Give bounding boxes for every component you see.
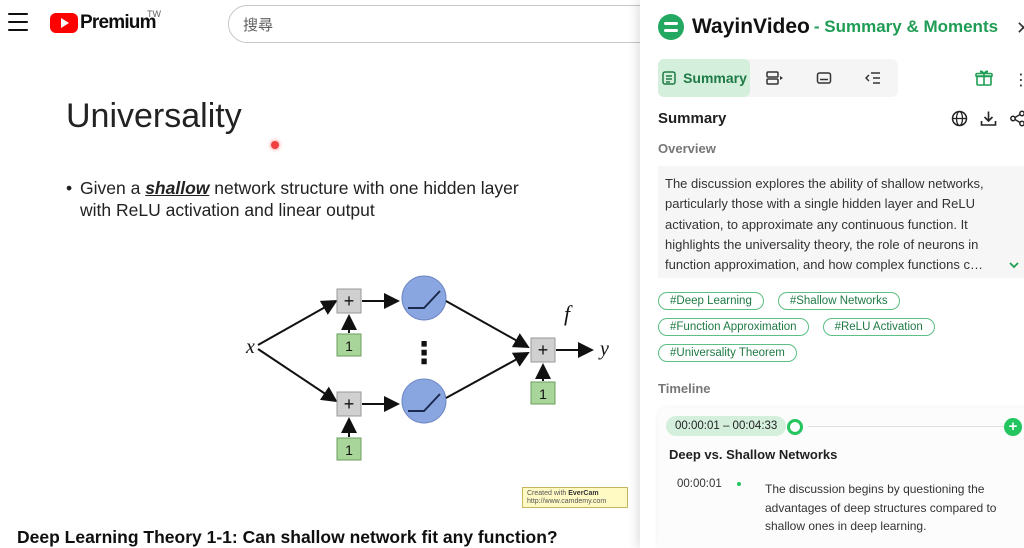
add-moment-button[interactable]: + bbox=[1004, 418, 1022, 436]
chapters-icon bbox=[765, 71, 783, 85]
video-player[interactable]: Universality •Given a shallow network st… bbox=[0, 50, 640, 512]
chevron-down-icon[interactable] bbox=[1008, 260, 1020, 270]
bullet-line2: with ReLU activation and linear output bbox=[80, 200, 375, 220]
bias-node-bottom bbox=[336, 437, 362, 461]
entry-dot bbox=[737, 482, 741, 486]
globe-icon[interactable] bbox=[951, 110, 968, 127]
edge-relu-out-bottom bbox=[445, 352, 530, 399]
output-bias-node bbox=[530, 381, 556, 405]
output-sum-node bbox=[530, 337, 556, 363]
timeline-track bbox=[808, 426, 1020, 427]
wayinvideo-logo-icon bbox=[658, 14, 684, 40]
network-diagram: x + 1 + 1 ⋮ + f 1 y bbox=[245, 275, 609, 461]
time-range-badge[interactable]: 00:00:01 – 00:04:33 bbox=[666, 416, 787, 436]
overview-box: The discussion explores the ability of s… bbox=[658, 166, 1024, 278]
watermark-brand: EverCam bbox=[568, 490, 599, 497]
tag-universality-theorem[interactable]: #Universality Theorem bbox=[658, 344, 797, 362]
edge-relu-out-top bbox=[445, 300, 530, 348]
tag-function-approximation[interactable]: #Function Approximation bbox=[658, 318, 809, 336]
laser-pointer bbox=[271, 141, 279, 149]
sum-top-plus: + bbox=[344, 291, 355, 311]
outline-icon bbox=[864, 72, 880, 84]
timeline-card: 00:00:01 – 00:04:33 + Deep vs. Shallow N… bbox=[658, 408, 1024, 548]
tab-summary[interactable]: Summary bbox=[658, 59, 750, 97]
watermark-url: http://www.camdemy.com bbox=[527, 498, 607, 505]
relu-node-top bbox=[401, 275, 447, 321]
overview-label: Overview bbox=[658, 141, 716, 156]
tab-summary-label: Summary bbox=[683, 70, 747, 86]
timeline-label: Timeline bbox=[658, 381, 711, 396]
bias-node-top bbox=[336, 333, 362, 357]
subtitles-icon bbox=[816, 72, 831, 84]
share-icon[interactable] bbox=[1009, 110, 1024, 127]
entry-timestamp[interactable]: 00:00:01 bbox=[677, 478, 722, 490]
tab-subtitles[interactable] bbox=[799, 59, 848, 97]
slide-bullet: •Given a shallow network structure with … bbox=[66, 178, 519, 220]
search-input[interactable]: 搜尋 bbox=[228, 5, 668, 43]
bullet-rest: network structure with one hidden layer bbox=[214, 178, 519, 198]
output-bias-label: 1 bbox=[539, 386, 547, 402]
tag-shallow-networks[interactable]: #Shallow Networks bbox=[777, 292, 900, 310]
relu-shape-top bbox=[408, 290, 441, 309]
video-title[interactable]: Deep Learning Theory 1-1: Can shallow ne… bbox=[17, 527, 558, 547]
output-sum-plus: + bbox=[538, 340, 549, 360]
bias-top-label: 1 bbox=[345, 338, 353, 354]
edge-input-bottom bbox=[257, 348, 338, 403]
tag-list: #Deep Learning #Shallow Networks #Functi… bbox=[658, 292, 958, 362]
region-code: TW bbox=[147, 9, 161, 19]
relu-node-bottom bbox=[401, 378, 447, 424]
panel-subtitle: - Summary & Moments bbox=[813, 17, 999, 36]
more-options-icon[interactable]: ⋮ bbox=[1013, 72, 1024, 89]
youtube-logo[interactable]: Premium bbox=[50, 12, 157, 34]
close-icon[interactable]: ✕ bbox=[1016, 18, 1024, 38]
tab-chapters[interactable] bbox=[750, 59, 799, 97]
youtube-logo-text: Premium bbox=[80, 12, 157, 33]
sum-bottom-plus: + bbox=[344, 394, 355, 414]
summary-icon bbox=[662, 71, 676, 85]
wayinvideo-panel: WayinVideo - Summary & Moments ✕ Summary bbox=[640, 0, 1024, 548]
watermark-prefix: Created with bbox=[527, 490, 567, 497]
bullet-prefix: Given a bbox=[80, 178, 141, 198]
edge-input-top bbox=[257, 300, 338, 346]
function-label: f bbox=[564, 301, 573, 326]
tag-deep-learning[interactable]: #Deep Learning bbox=[658, 292, 764, 310]
panel-tabs: Summary bbox=[658, 59, 898, 97]
bullet-emphasis: shallow bbox=[145, 178, 210, 198]
summary-heading: Summary bbox=[658, 110, 727, 127]
youtube-header: Premium TW 搜尋 bbox=[0, 0, 668, 50]
search-placeholder: 搜尋 bbox=[243, 15, 274, 34]
youtube-play-icon bbox=[50, 13, 78, 33]
relu-shape-bottom bbox=[408, 393, 441, 412]
output-label: y bbox=[598, 338, 609, 360]
tag-relu-activation[interactable]: #ReLU Activation bbox=[822, 318, 935, 336]
sum-node-top bbox=[336, 288, 362, 314]
slide-title: Universality bbox=[66, 97, 242, 135]
download-icon[interactable] bbox=[980, 110, 997, 127]
gift-icon[interactable] bbox=[975, 69, 993, 87]
tab-outline[interactable] bbox=[848, 59, 897, 97]
hidden-ellipsis: ⋮ bbox=[409, 337, 439, 370]
menu-icon[interactable] bbox=[8, 13, 28, 31]
panel-header: WayinVideo - Summary & Moments bbox=[658, 14, 998, 40]
input-label: x bbox=[245, 336, 255, 358]
sum-node-bottom bbox=[336, 391, 362, 417]
entry-text: The discussion begins by questioning the… bbox=[765, 482, 997, 533]
evercam-watermark: Created with EverCam http://www.camdemy.… bbox=[522, 487, 628, 508]
panel-brand: WayinVideo bbox=[692, 15, 810, 38]
summary-actions bbox=[951, 110, 1024, 127]
bias-bottom-label: 1 bbox=[345, 442, 353, 458]
timeline-knob[interactable] bbox=[787, 419, 803, 435]
overview-text: The discussion explores the ability of s… bbox=[665, 176, 985, 273]
chapter-title[interactable]: Deep vs. Shallow Networks bbox=[669, 447, 838, 462]
